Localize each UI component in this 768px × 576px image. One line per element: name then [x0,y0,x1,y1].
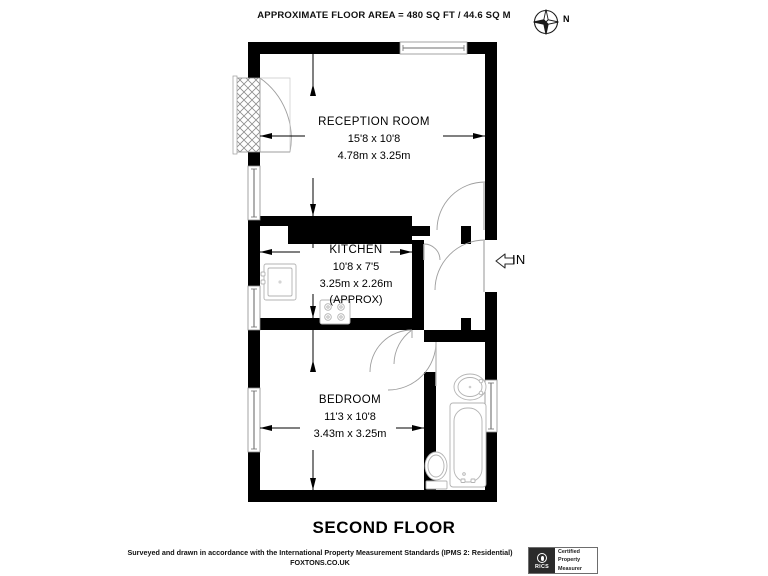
approximate-floor-area: APPROXIMATE FLOOR AREA = 480 SQ FT / 44.… [0,10,768,21]
dimension-arrows [260,54,485,490]
entrance-in-arrow [495,253,515,269]
window-reception-top [399,41,468,55]
room-dim-metric-reception: 4.78m x 3.25m [337,149,411,162]
window-bathroom-right [484,379,498,433]
door-entrance [434,239,486,292]
rics-line-2: Property [558,557,581,564]
dim-reception-horizontal-left [260,133,305,139]
compass-rose: N [530,6,576,38]
room-dim-metric-bedroom: 3.43m x 3.25m [313,427,387,440]
room-dim-metric-kitchen: 3.25m x 2.26m [319,277,393,290]
approximate-floor-area-text: APPROXIMATE FLOOR AREA = 480 SQ FT / 44.… [257,10,511,21]
rics-certification-text: Certified Property Measurer [555,548,597,573]
window-bedroom-left [247,387,261,453]
dim-bedroom-horizontal-left [260,425,300,431]
dim-bedroom-vertical-top [310,330,316,372]
bathroom-basin [453,373,487,401]
dim-kitchen-horizontal-left [260,249,300,255]
dim-reception-vertical-top [310,54,316,96]
room-name-kitchen: KITCHEN [329,244,383,256]
toilet [424,451,448,490]
door-bedroom [369,329,413,373]
rics-line-1: Certified [558,549,580,556]
dim-reception-vertical-bottom [310,178,316,216]
window-kitchen-left [247,285,261,331]
kitchen-sink [260,263,297,301]
rics-wordmark: RICS [534,563,550,570]
compass-rose-icon [533,9,559,35]
room-name-bedroom: BEDROOM [318,394,382,406]
room-label-kitchen: KITCHEN 10'8 x 7'5 3.25m x 2.26m (APPROX… [294,242,418,309]
room-approx-note-kitchen: (APPROX) [329,294,383,307]
room-dim-imperial-kitchen: 10'8 x 7'5 [332,261,380,274]
room-label-bedroom: BEDROOM 11'3 x 10'8 3.43m x 3.25m [288,392,412,442]
compass-north-label: N [563,14,570,24]
room-name-reception: RECEPTION ROOM [318,116,430,128]
door-kitchen [423,243,441,261]
dim-kitchen-vertical-top [310,226,316,248]
floor-title: SECOND FLOOR [312,518,456,537]
rics-emblem-icon [537,552,547,563]
door-bathroom [387,341,437,391]
door-reception-hall [436,181,486,231]
fixtures [260,263,487,490]
entrance-in-label: IN [512,252,526,267]
dim-bedroom-vertical-bottom [310,450,316,490]
door-hatched-top-left [232,75,292,155]
dim-kitchen-horizontal-right [390,249,412,255]
walls [248,42,497,502]
window-reception-left [247,165,261,221]
rics-line-3: Measurer [558,565,582,572]
dim-kitchen-vertical-bottom [310,294,316,318]
door-swings [369,181,486,391]
room-label-reception: RECEPTION ROOM 15'8 x 10'8 4.78m x 3.25m [284,114,464,164]
room-dim-imperial-bedroom: 11'3 x 10'8 [324,411,376,424]
dim-bedroom-horizontal-right [396,425,424,431]
kitchen-hob [319,299,351,325]
room-dim-imperial-reception: 15'8 x 10'8 [347,133,401,146]
rics-logo-icon: RICS [529,548,555,573]
bathtub [449,402,487,488]
rics-certification-badge: RICS Certified Property Measurer [528,547,598,574]
dim-reception-horizontal-right [443,133,485,139]
footer-disclaimer: Surveyed and drawn in accordance with th… [127,548,513,567]
